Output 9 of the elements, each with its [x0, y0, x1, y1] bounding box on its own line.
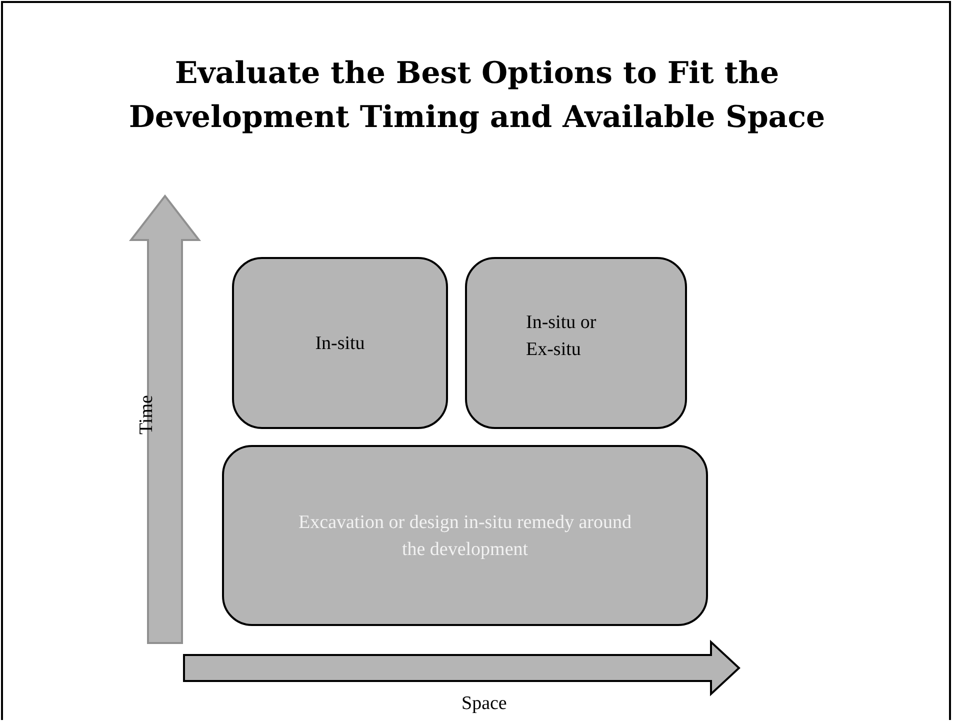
axis-label: Space — [462, 693, 507, 715]
rounded-box — [232, 257, 448, 429]
box-text: In-situ — [315, 332, 365, 356]
box-text: In-situ or Ex-situ — [526, 311, 598, 362]
rounded-box — [465, 257, 687, 429]
slide-title: Evaluate the Best Options to Fit the Development Timing and Available Space — [128, 55, 826, 137]
box-text: Excavation or design in-situ remedy around the development — [298, 510, 632, 562]
rounded-box — [222, 445, 708, 626]
axis-label: Time — [136, 394, 158, 434]
